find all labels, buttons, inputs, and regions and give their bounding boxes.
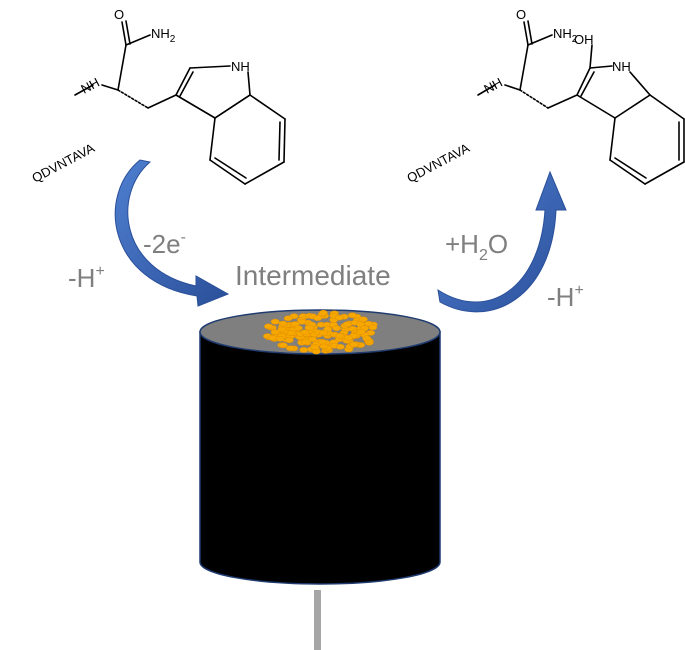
catalyst-particle [319,330,328,336]
catalyst-particle [318,309,328,316]
right-molecule: QDVNTAVA NH O NH2 OH NH [404,7,685,186]
catalyst-particle [300,329,310,336]
catalyst-particle [347,312,357,319]
oxidation-arrow [114,159,230,307]
right-amine-label: NH [481,75,505,97]
left-amine-label: NH [78,75,102,97]
catalyst-particles [263,309,378,355]
proton-loss-label-2: -H+ [547,282,584,312]
catalyst-particle [335,343,345,350]
catalyst-particle [283,315,293,322]
right-indole-nh: NH [612,59,631,74]
catalyst-particle [278,320,288,327]
right-amide-oxygen: O [516,7,526,22]
catalyst-particle [356,329,366,335]
electrons-label: -2e- [143,229,186,259]
left-amide-oxygen: O [114,7,124,22]
catalyst-particle [358,316,368,323]
catalyst-particle [349,341,359,348]
catalyst-particle [277,326,287,333]
catalyst-particle [332,325,342,332]
catalyst-particle [319,343,329,350]
catalyst-particle [286,330,296,337]
right-hydroxyl: OH [574,32,594,47]
left-molecule: QDVNTAVA NH O NH2 NH [29,7,286,186]
catalyst-particle [362,335,372,342]
catalyst-particle [285,345,295,352]
catalyst-particle [334,314,344,321]
catalyst-particle [343,334,353,341]
left-amide-nh-label: NH2 [151,26,176,45]
water-label: +H2O [445,229,508,264]
proton-loss-label-1: -H+ [68,263,105,293]
electrode [199,309,441,650]
catalyst-particle [268,334,277,341]
catalyst-particle [301,339,311,345]
electrode-wire [314,590,321,650]
catalyst-particle [342,321,352,328]
catalyst-particle [264,323,273,330]
catalyst-particle [368,324,378,331]
left-indole-nh: NH [231,59,250,74]
catalyst-particle [335,333,345,339]
catalyst-particle [310,344,320,350]
catalyst-particle [307,336,317,343]
catalyst-particle [270,318,280,325]
intermediate-label: Intermediate [235,260,391,291]
catalyst-particle [278,342,288,349]
right-amide-nh-label: NH2 [553,26,578,45]
catalyst-particle [313,315,323,321]
catalyst-particle [299,347,309,353]
right-peptide-label: QDVNTAVA [404,140,472,186]
catalyst-particle [293,325,303,331]
catalyst-particle [284,337,294,344]
catalyst-particle [275,335,285,342]
catalyst-particle [304,324,314,331]
left-peptide-label: QDVNTAVA [29,140,97,186]
electrode-body [199,331,441,585]
catalyst-particle [270,329,280,336]
hydration-arrow [437,170,567,313]
